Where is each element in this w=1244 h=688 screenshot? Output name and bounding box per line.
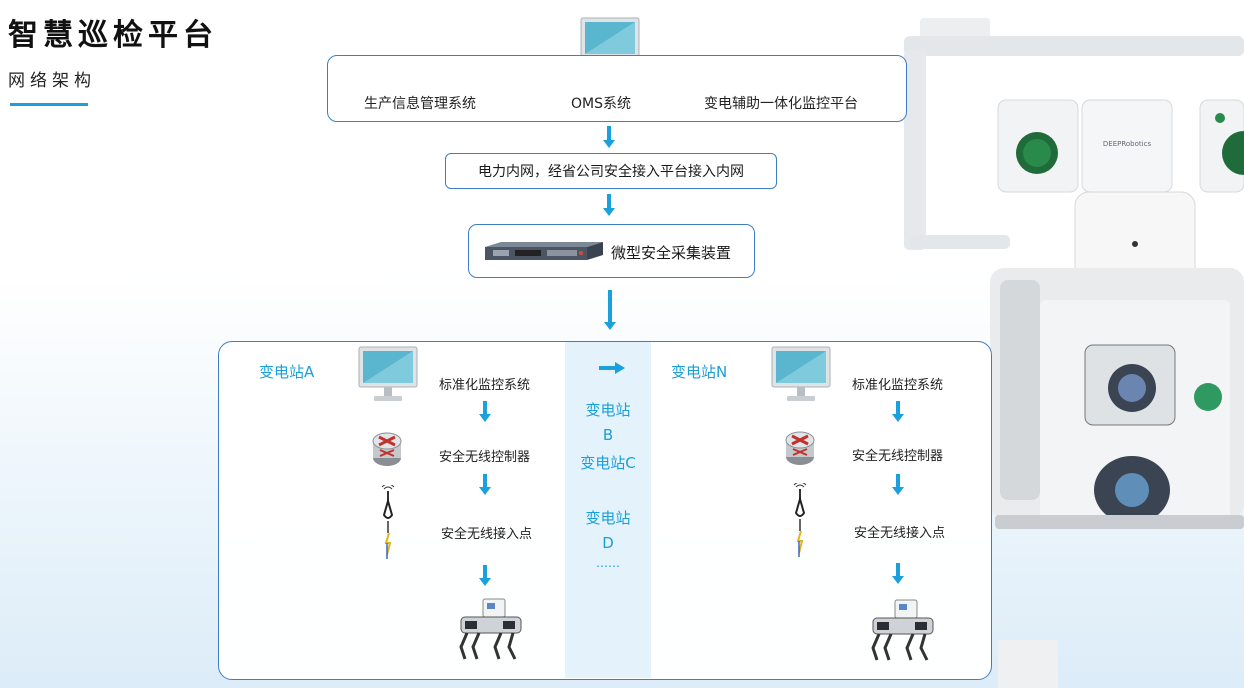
station-a-ap-label: 安全无线接入点 [441, 527, 533, 542]
robot-dog-icon [459, 598, 522, 660]
arrow-icon [892, 401, 904, 422]
collector-device-label: 微型安全采集装置 [611, 244, 732, 262]
station-a-monitor-label: 标准化监控系统 [439, 378, 531, 393]
antenna-icon [793, 483, 807, 557]
monitor-icon [358, 346, 418, 401]
arrow-icon [479, 401, 491, 422]
antenna-icon [381, 485, 395, 559]
station-n-ap-label: 安全无线接入点 [854, 526, 946, 541]
collector-device-box: 微型安全采集装置 [468, 224, 755, 278]
title-underline [10, 103, 88, 106]
svg-text:DEEPRobotics: DEEPRobotics [1103, 140, 1152, 148]
production-info-system-label: 生产信息管理系统 [364, 96, 476, 112]
monitor-icon [580, 17, 640, 72]
station-n-controller-label: 安全无线控制器 [852, 449, 944, 464]
station-a-name: 变电站A [259, 363, 315, 381]
station-more-ellipsis: …… [596, 556, 620, 570]
collector-device-icon [485, 242, 603, 260]
station-d-label: 变电站 [585, 509, 631, 527]
arrow-icon [892, 563, 904, 584]
arrow-icon [603, 194, 615, 216]
arrow-icon [604, 290, 616, 330]
network-box: 电力内网，经省公司安全接入平台接入内网 [445, 153, 777, 189]
substation-monitor-platform-label: 变电辅助一体化监控平台 [704, 96, 858, 112]
station-b-letter: B [602, 426, 614, 444]
middle-stations-band [565, 342, 651, 678]
arrow-icon [479, 474, 491, 495]
station-a-controller-label: 安全无线控制器 [439, 450, 531, 465]
page-title: 智慧巡检平台 [8, 18, 218, 53]
platform-systems-box: 生产信息管理系统 OMS系统 变电辅助一体化监控平台 [327, 55, 907, 122]
station-n-monitor-label: 标准化监控系统 [852, 378, 944, 393]
station-n-name: 变电站N [671, 363, 728, 381]
station-d-letter: D [602, 534, 614, 552]
router-icon [372, 432, 402, 466]
arrow-icon [479, 565, 491, 586]
station-c-label: 变电站C [580, 454, 636, 472]
arrow-icon [892, 474, 904, 495]
arrow-icon [603, 126, 615, 148]
page-subtitle: 网络架构 [8, 71, 96, 91]
robot-dog-icon [871, 599, 934, 661]
monitor-icon [771, 346, 831, 401]
router-icon [785, 431, 815, 465]
arrow-right-icon [599, 362, 625, 374]
station-b-label: 变电站 [585, 401, 631, 419]
inspection-robot-image: DEEPRobotics [904, 18, 1244, 688]
oms-system-label: OMS系统 [571, 96, 631, 112]
